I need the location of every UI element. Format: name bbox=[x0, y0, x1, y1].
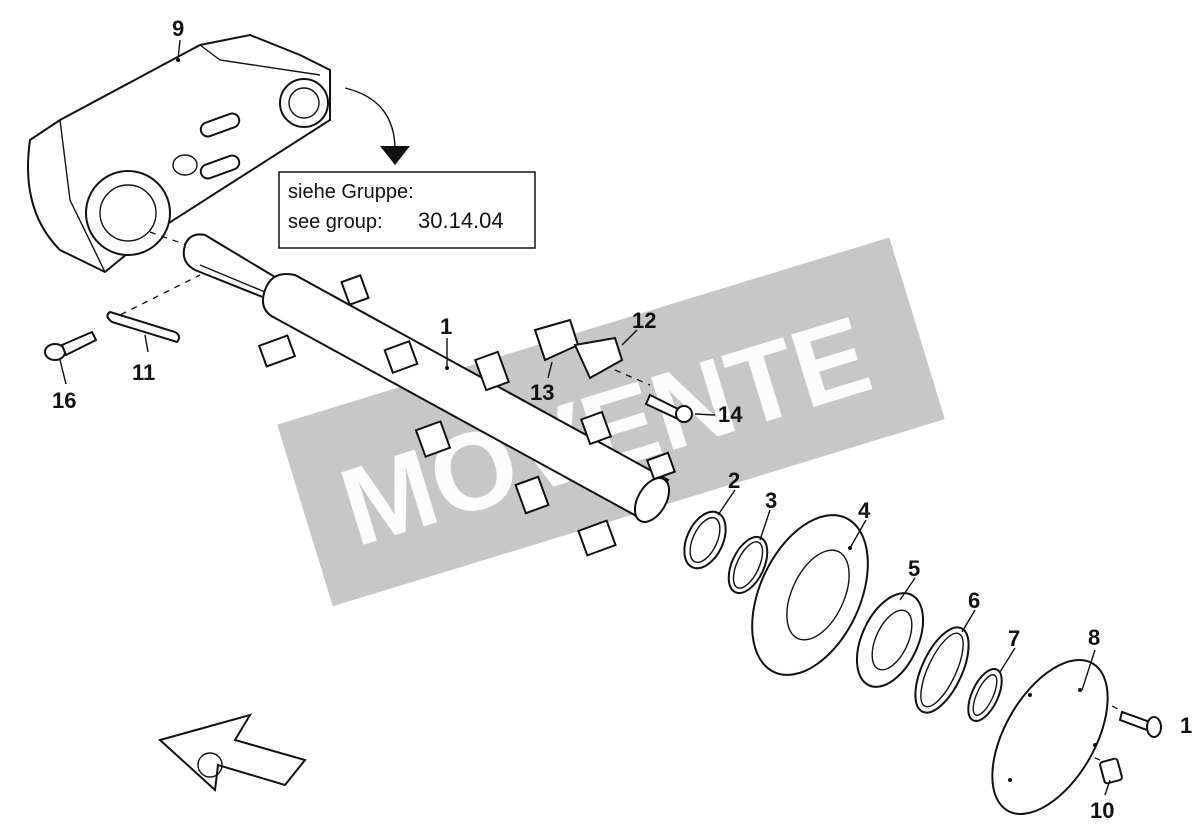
reference-arrow bbox=[344, 87, 410, 165]
callout-6: 6 bbox=[968, 588, 980, 613]
cover-plate-8 bbox=[991, 659, 1109, 815]
bracket-parts bbox=[533, 318, 693, 423]
bolt-right bbox=[1118, 710, 1162, 738]
key-plate bbox=[106, 310, 181, 344]
callout-3: 3 bbox=[765, 488, 777, 513]
callout-16: 16 bbox=[52, 388, 76, 413]
callout-14: 14 bbox=[718, 402, 743, 427]
reference-line-2: see group: bbox=[288, 211, 383, 233]
rings-2-3 bbox=[683, 510, 769, 595]
grease-fitting-10 bbox=[1099, 757, 1123, 785]
callout-5: 5 bbox=[908, 556, 920, 581]
callout-10: 10 bbox=[1090, 798, 1114, 823]
callout-11: 11 bbox=[132, 360, 155, 385]
callout-12: 12 bbox=[632, 308, 656, 333]
callout-13: 13 bbox=[530, 380, 554, 405]
callout-1-bolt: 1 bbox=[1180, 713, 1192, 738]
gear-housing bbox=[27, 33, 331, 274]
callout-9: 9 bbox=[172, 16, 184, 41]
watermark-band bbox=[277, 237, 945, 607]
callout-8: 8 bbox=[1088, 625, 1100, 650]
shaft-tube bbox=[182, 233, 677, 557]
leader-lines bbox=[59, 39, 1111, 796]
reference-box: siehe Gruppe: see group: 30.14.04 bbox=[278, 171, 536, 249]
callout-2: 2 bbox=[728, 468, 740, 493]
callout-4: 4 bbox=[858, 498, 871, 523]
direction-arrow-icon bbox=[157, 713, 307, 793]
bearing-5 bbox=[855, 592, 925, 688]
snap-rings-6-7 bbox=[914, 626, 1003, 722]
callout-1-shaft: 1 bbox=[440, 314, 452, 339]
reference-line-1: siehe Gruppe: bbox=[288, 181, 414, 203]
callout-7: 7 bbox=[1008, 626, 1020, 651]
flange-housing-4 bbox=[751, 514, 869, 676]
reference-group-number: 30.14.04 bbox=[418, 208, 504, 233]
bolt-16 bbox=[44, 330, 98, 361]
